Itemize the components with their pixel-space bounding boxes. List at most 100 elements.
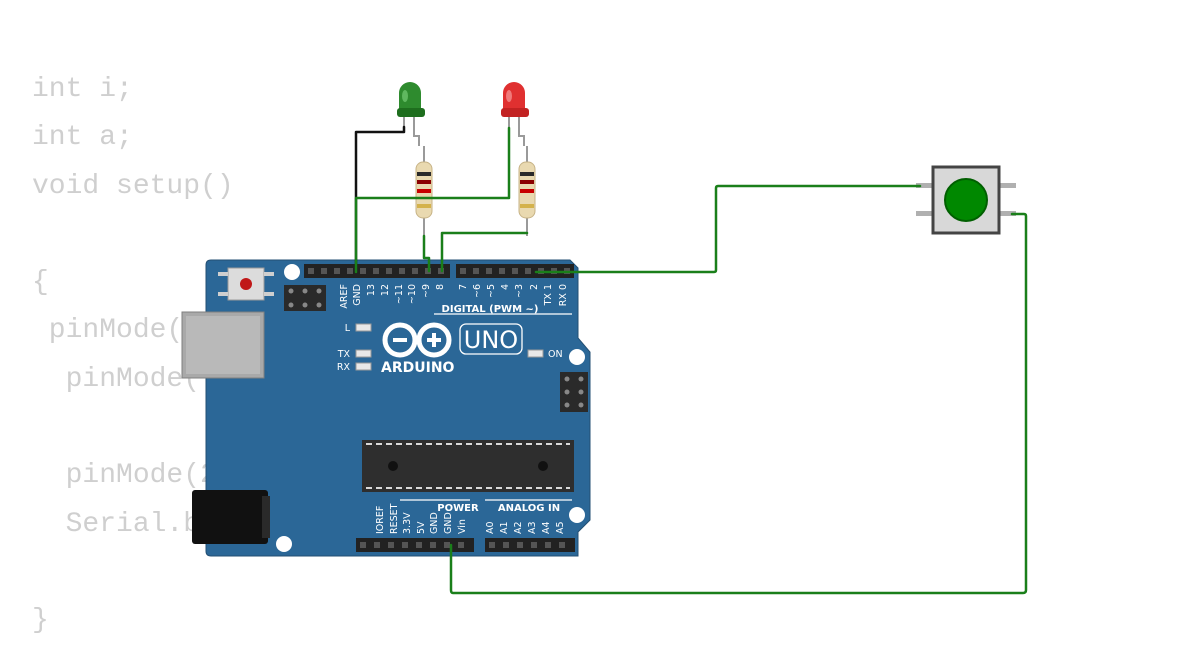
pin-label: 3.3V: [402, 512, 413, 534]
led-green-highlight: [402, 90, 408, 102]
led-green-body: [399, 82, 421, 111]
header-hole: [489, 542, 495, 548]
header-hole: [374, 542, 380, 548]
header-hole: [486, 268, 492, 274]
analog-header-label: ANALOG IN: [498, 503, 560, 514]
pin-label: RESET: [389, 503, 400, 534]
header-hole: [360, 268, 366, 274]
header-hole: [444, 542, 450, 548]
code-line: {: [32, 267, 49, 299]
mounting-hole: [284, 264, 300, 280]
digital-header-label: DIGITAL (PWM ~): [442, 304, 539, 315]
led-green-rim: [397, 108, 425, 117]
header-hole: [373, 268, 379, 274]
led-l: [355, 323, 372, 332]
power-jack: [192, 490, 270, 544]
header-hole: [308, 268, 314, 274]
wire-gnd-to-green-led[interactable]: [354, 125, 406, 274]
mounting-hole: [569, 507, 585, 523]
pin-label: 12: [380, 284, 391, 296]
resistor-band: [520, 189, 534, 193]
pin-label: A1: [499, 521, 510, 534]
header-hole: [473, 268, 479, 274]
header-hole: [531, 542, 537, 548]
code-line: int a;: [32, 122, 133, 154]
reset-button[interactable]: [218, 267, 274, 301]
code-line: }: [32, 605, 49, 637]
led-red-anode-leg: [518, 114, 525, 146]
code-line: int i;: [32, 74, 133, 105]
push-button[interactable]: [916, 165, 1016, 235]
led-on-label: ON: [548, 349, 563, 360]
code-editor-background: int i; int a; void setup() { pinMode( pinMo…: [32, 66, 234, 646]
pin-label: A5: [555, 521, 566, 534]
icsp-header-usb: [284, 285, 326, 311]
push-button-cap[interactable]: [944, 178, 988, 222]
wire-button-to-gnd[interactable]: [449, 212, 1028, 595]
header-hole: [458, 542, 464, 548]
header-hole: [386, 268, 392, 274]
analog-header[interactable]: [485, 538, 575, 552]
led-red-highlight: [506, 90, 512, 102]
header-hole: [430, 542, 436, 548]
header-hole: [402, 542, 408, 548]
push-button-leg: [916, 183, 934, 188]
pin-label: A4: [541, 521, 552, 534]
pin-label: RX 0: [558, 284, 569, 306]
code-line: void setup(): [32, 170, 234, 202]
led-rx: [355, 362, 372, 371]
power-header[interactable]: [356, 538, 474, 552]
wire-red-led-cathode[interactable]: [354, 126, 511, 274]
wire-pin2-to-button[interactable]: [534, 184, 922, 274]
code-line: pinMode(: [32, 363, 201, 395]
wires: [354, 125, 1028, 595]
pin-label: 8: [435, 284, 446, 290]
header-hole: [388, 542, 394, 548]
led-rx-label: RX: [337, 362, 351, 373]
pin-label: ~6: [472, 284, 483, 298]
led-l-label: L: [345, 323, 351, 334]
pin-label: A3: [527, 521, 538, 534]
header-hole: [399, 268, 405, 274]
pin-label: 13: [366, 284, 377, 296]
header-hole: [559, 542, 565, 548]
header-hole: [321, 268, 327, 274]
header-hole: [525, 268, 531, 274]
pin-label: GND: [443, 512, 454, 534]
resistor-band: [417, 189, 431, 193]
header-hole: [416, 542, 422, 548]
wire-pin8-red-resistor[interactable]: [440, 231, 529, 273]
header-hole: [360, 542, 366, 548]
code-line: pinMode(: [32, 315, 184, 347]
header-hole: [517, 542, 523, 548]
resistor-band: [520, 172, 534, 176]
led-red-body: [503, 82, 525, 111]
board-model: UNO: [464, 326, 518, 354]
header-hole: [499, 268, 505, 274]
header-hole: [460, 268, 466, 274]
resistor-band: [417, 172, 431, 176]
pin-label: 4: [500, 284, 511, 290]
pin-label: GND: [429, 512, 440, 534]
resistor-green-led[interactable]: [415, 146, 433, 236]
header-hole: [412, 268, 418, 274]
resistor-red-led[interactable]: [518, 146, 536, 236]
power-header-label: POWER: [437, 503, 479, 514]
mounting-hole: [276, 536, 292, 552]
resistor-band: [520, 204, 534, 208]
led-green[interactable]: [397, 82, 425, 146]
header-hole: [503, 542, 509, 548]
push-button-leg: [998, 183, 1016, 188]
code-line: pinMode(2: [32, 460, 217, 492]
wire-pin9-green-resistor[interactable]: [422, 234, 431, 273]
led-red[interactable]: [501, 82, 529, 146]
pin-label: ~10: [407, 284, 418, 304]
pin-label: ~5: [486, 284, 497, 298]
led-tx: [355, 349, 372, 358]
arduino-infinity-logo: [382, 322, 452, 358]
